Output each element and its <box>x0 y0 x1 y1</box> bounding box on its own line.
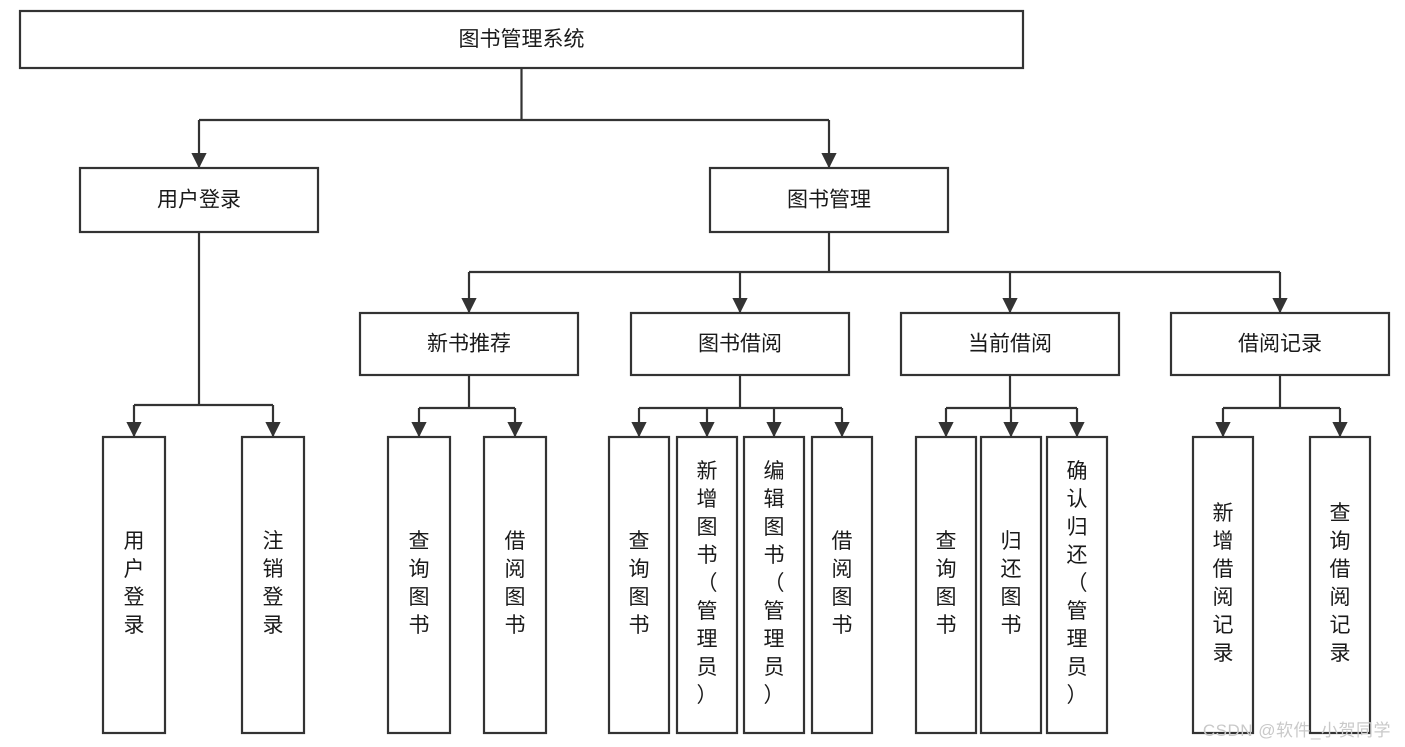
node-book-manage-label: 图书管理 <box>787 189 871 212</box>
node-leaf-query-book-current-label: 查询图书 <box>936 530 957 637</box>
node-leaf-user-logout-label: 注销登录 <box>263 530 284 637</box>
node-leaf-return-book[interactable]: 归还图书 <box>979 435 1043 735</box>
node-book-manage-rect[interactable] <box>708 166 950 234</box>
node-leaf-query-record[interactable]: 查询借阅记录 <box>1308 435 1372 735</box>
node-leaf-user-logout[interactable]: 注销登录 <box>240 435 306 735</box>
node-book-manage[interactable]: 图书管理 <box>708 166 950 234</box>
node-leaf-edit-book-rect[interactable] <box>742 435 806 735</box>
node-leaf-query-book-borrow[interactable]: 查询图书 <box>607 435 671 735</box>
node-leaf-add-record-label: 新增借阅记录 <box>1213 502 1234 665</box>
edge-currentborrow-to-leaves <box>938 375 1085 438</box>
node-leaf-query-book-current[interactable]: 查询图书 <box>914 435 978 735</box>
node-leaf-user-login[interactable]: 用户登录 <box>101 435 167 735</box>
node-leaf-add-record[interactable]: 新增借阅记录 <box>1191 435 1255 735</box>
node-leaf-borrow-book[interactable]: 借阅图书 <box>810 435 874 735</box>
node-new-book-rec[interactable]: 新书推荐 <box>358 311 580 377</box>
node-current-borrow-label: 当前借阅 <box>968 333 1052 356</box>
connector-layer <box>126 68 1348 438</box>
node-leaf-confirm-return[interactable]: 确认归还（管理员） <box>1045 435 1109 735</box>
csdn-watermark: CSDN @软件_小贺同学 <box>1202 721 1391 740</box>
node-leaf-confirm-return-label: 确认归还（管理员） <box>1067 460 1088 707</box>
node-borrow-record[interactable]: 借阅记录 <box>1169 311 1391 377</box>
node-leaf-edit-book[interactable]: 编辑图书（管理员） <box>742 435 806 735</box>
node-leaf-query-book-current-rect[interactable] <box>914 435 978 735</box>
node-book-borrow[interactable]: 图书借阅 <box>629 311 851 377</box>
node-borrow-record-rect[interactable] <box>1169 311 1391 377</box>
node-user-login-label: 用户登录 <box>157 189 241 212</box>
edge-root-to-level2 <box>191 68 837 169</box>
node-leaf-user-login-label: 用户登录 <box>124 530 145 637</box>
edge-bookborrow-to-leaves <box>631 375 850 438</box>
node-leaf-user-login-rect[interactable] <box>101 435 167 735</box>
node-leaf-borrow-book-rec[interactable]: 借阅图书 <box>482 435 548 735</box>
node-new-book-rec-rect[interactable] <box>358 311 580 377</box>
node-borrow-record-label: 借阅记录 <box>1238 333 1322 356</box>
node-leaf-add-record-rect[interactable] <box>1191 435 1255 735</box>
node-leaf-borrow-book-rect[interactable] <box>810 435 874 735</box>
node-book-borrow-rect[interactable] <box>629 311 851 377</box>
node-root-system[interactable]: 图书管理系统 <box>18 9 1025 70</box>
node-leaf-query-book-rec-rect[interactable] <box>386 435 452 735</box>
node-leaf-query-record-label: 查询借阅记录 <box>1330 502 1351 665</box>
node-leaf-add-book-label: 新增图书（管理员） <box>697 460 718 707</box>
node-leaf-query-book-borrow-label: 查询图书 <box>629 530 650 637</box>
node-leaf-borrow-book-rec-label: 借阅图书 <box>505 530 526 637</box>
node-leaf-borrow-book-rec-rect[interactable] <box>482 435 548 735</box>
edge-bookmanage-to-level3 <box>461 232 1288 314</box>
node-leaf-user-logout-rect[interactable] <box>240 435 306 735</box>
node-current-borrow[interactable]: 当前借阅 <box>899 311 1121 377</box>
node-leaf-return-book-label: 归还图书 <box>1001 530 1022 637</box>
node-leaf-borrow-book-label: 借阅图书 <box>832 530 853 637</box>
node-current-borrow-rect[interactable] <box>899 311 1121 377</box>
node-new-book-rec-label: 新书推荐 <box>427 333 511 356</box>
node-leaf-query-book-rec-label: 查询图书 <box>409 530 430 637</box>
node-leaf-query-book-rec[interactable]: 查询图书 <box>386 435 452 735</box>
node-book-borrow-label: 图书借阅 <box>698 333 782 356</box>
node-user-login-rect[interactable] <box>78 166 320 234</box>
edge-userlogin-to-leaves <box>126 232 281 438</box>
node-root-system-label: 图书管理系统 <box>459 28 585 51</box>
node-leaf-query-record-rect[interactable] <box>1308 435 1372 735</box>
node-leaf-add-book-rect[interactable] <box>675 435 739 735</box>
node-layer: 图书管理系统用户登录图书管理新书推荐图书借阅当前借阅借阅记录用户登录注销登录查询… <box>18 9 1391 735</box>
node-user-login[interactable]: 用户登录 <box>78 166 320 234</box>
node-leaf-query-book-borrow-rect[interactable] <box>607 435 671 735</box>
node-leaf-edit-book-label: 编辑图书（管理员） <box>764 460 785 707</box>
edge-newbook-to-leaves <box>411 375 523 438</box>
node-leaf-return-book-rect[interactable] <box>979 435 1043 735</box>
node-leaf-confirm-return-rect[interactable] <box>1045 435 1109 735</box>
node-leaf-add-book[interactable]: 新增图书（管理员） <box>675 435 739 735</box>
node-root-system-rect[interactable] <box>18 9 1025 70</box>
edge-borrowrecord-to-leaves <box>1215 375 1348 438</box>
